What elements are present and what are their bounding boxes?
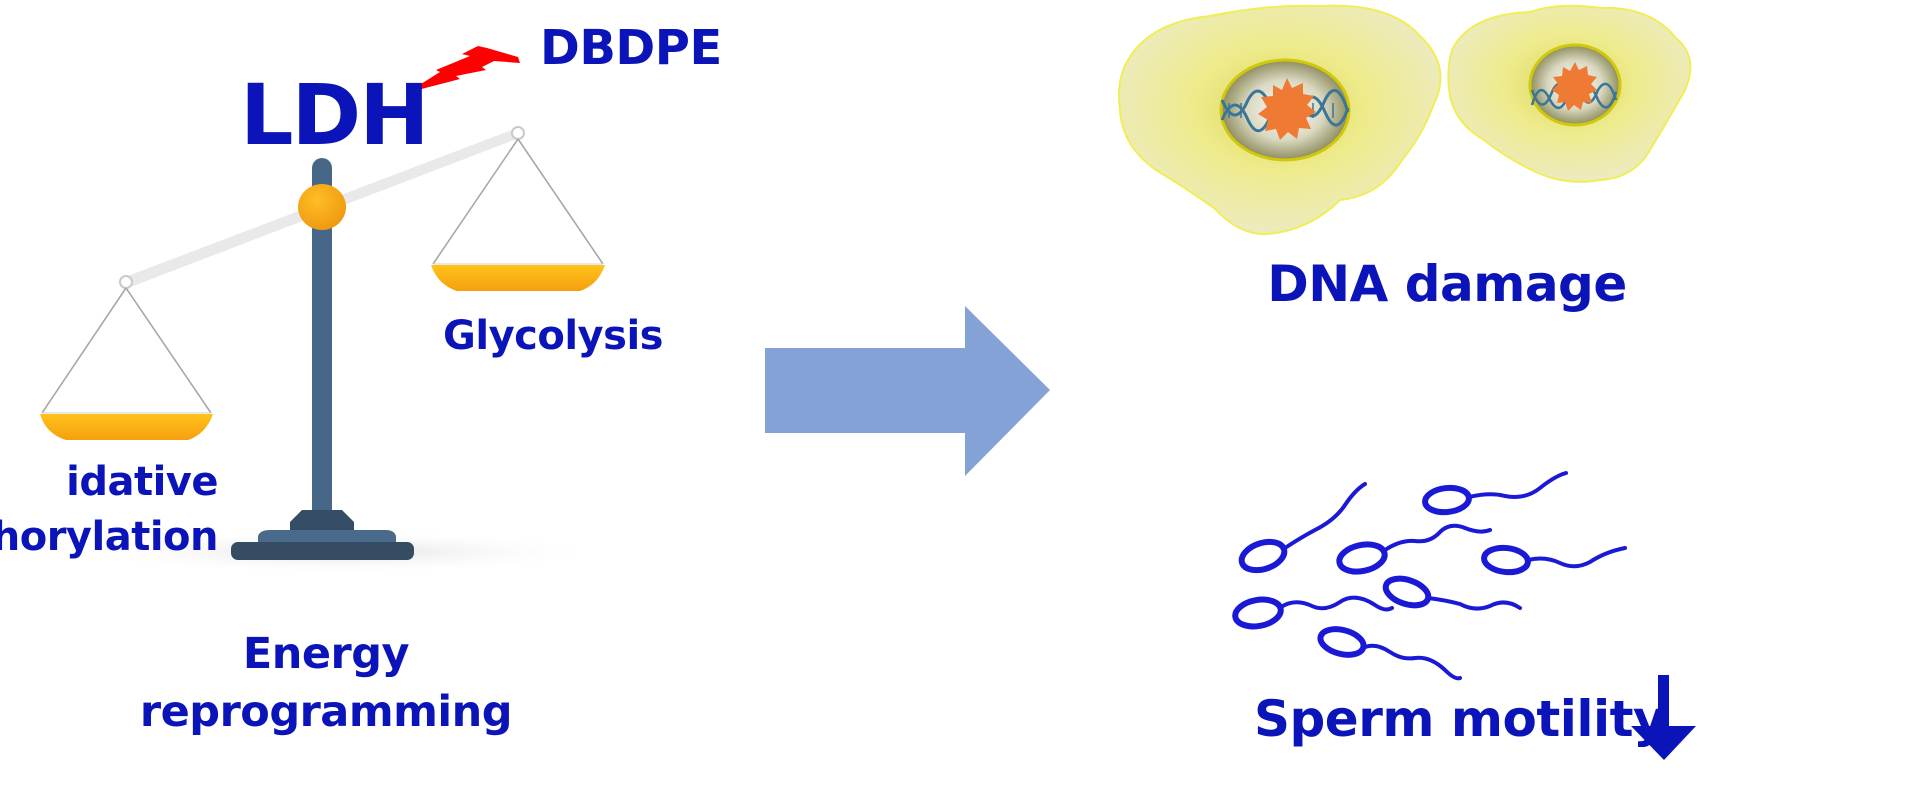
left-pan xyxy=(40,275,213,440)
ldh-label: LDH xyxy=(240,66,430,164)
right-pan xyxy=(431,126,605,291)
dbdpe-label: DBDPE xyxy=(540,20,722,76)
sperm-icon xyxy=(1481,544,1627,576)
damaged-cell-large xyxy=(1118,4,1442,236)
sperm-icon xyxy=(1422,471,1568,516)
balance-scale xyxy=(40,126,610,574)
scale-pivot xyxy=(298,184,346,230)
damage-burst-icon xyxy=(1552,62,1597,111)
sperm-icon xyxy=(1238,482,1367,574)
oxidative-phosphorylation-label: idative horylation xyxy=(0,455,219,565)
glycolysis-label: Glycolysis xyxy=(443,313,663,359)
damage-burst-icon xyxy=(1258,78,1316,140)
sperm-motility-label: Sperm motility xyxy=(1254,690,1666,748)
caption-line-1: Energy xyxy=(242,629,410,679)
sperm-icon xyxy=(1317,626,1462,681)
sperm-icon xyxy=(1232,595,1394,630)
sperm-icon xyxy=(1336,523,1492,575)
oxphos-line-1: idative xyxy=(66,459,218,505)
energy-reprogramming-caption: Energy reprogramming xyxy=(139,625,513,741)
damaged-cell-small xyxy=(1447,4,1692,183)
caption-line-2: reprogramming xyxy=(139,687,513,737)
sperm-cluster xyxy=(1232,471,1627,681)
dna-damage-label: DNA damage xyxy=(1267,255,1627,313)
scale-post xyxy=(312,158,332,523)
decrease-arrow-icon xyxy=(1631,675,1696,760)
sperm-icon xyxy=(1382,575,1522,611)
flow-arrow-icon xyxy=(765,306,1050,476)
scale-base xyxy=(231,510,414,560)
oxphos-line-2: horylation xyxy=(0,514,219,560)
lightning-bolt-icon xyxy=(405,46,520,94)
